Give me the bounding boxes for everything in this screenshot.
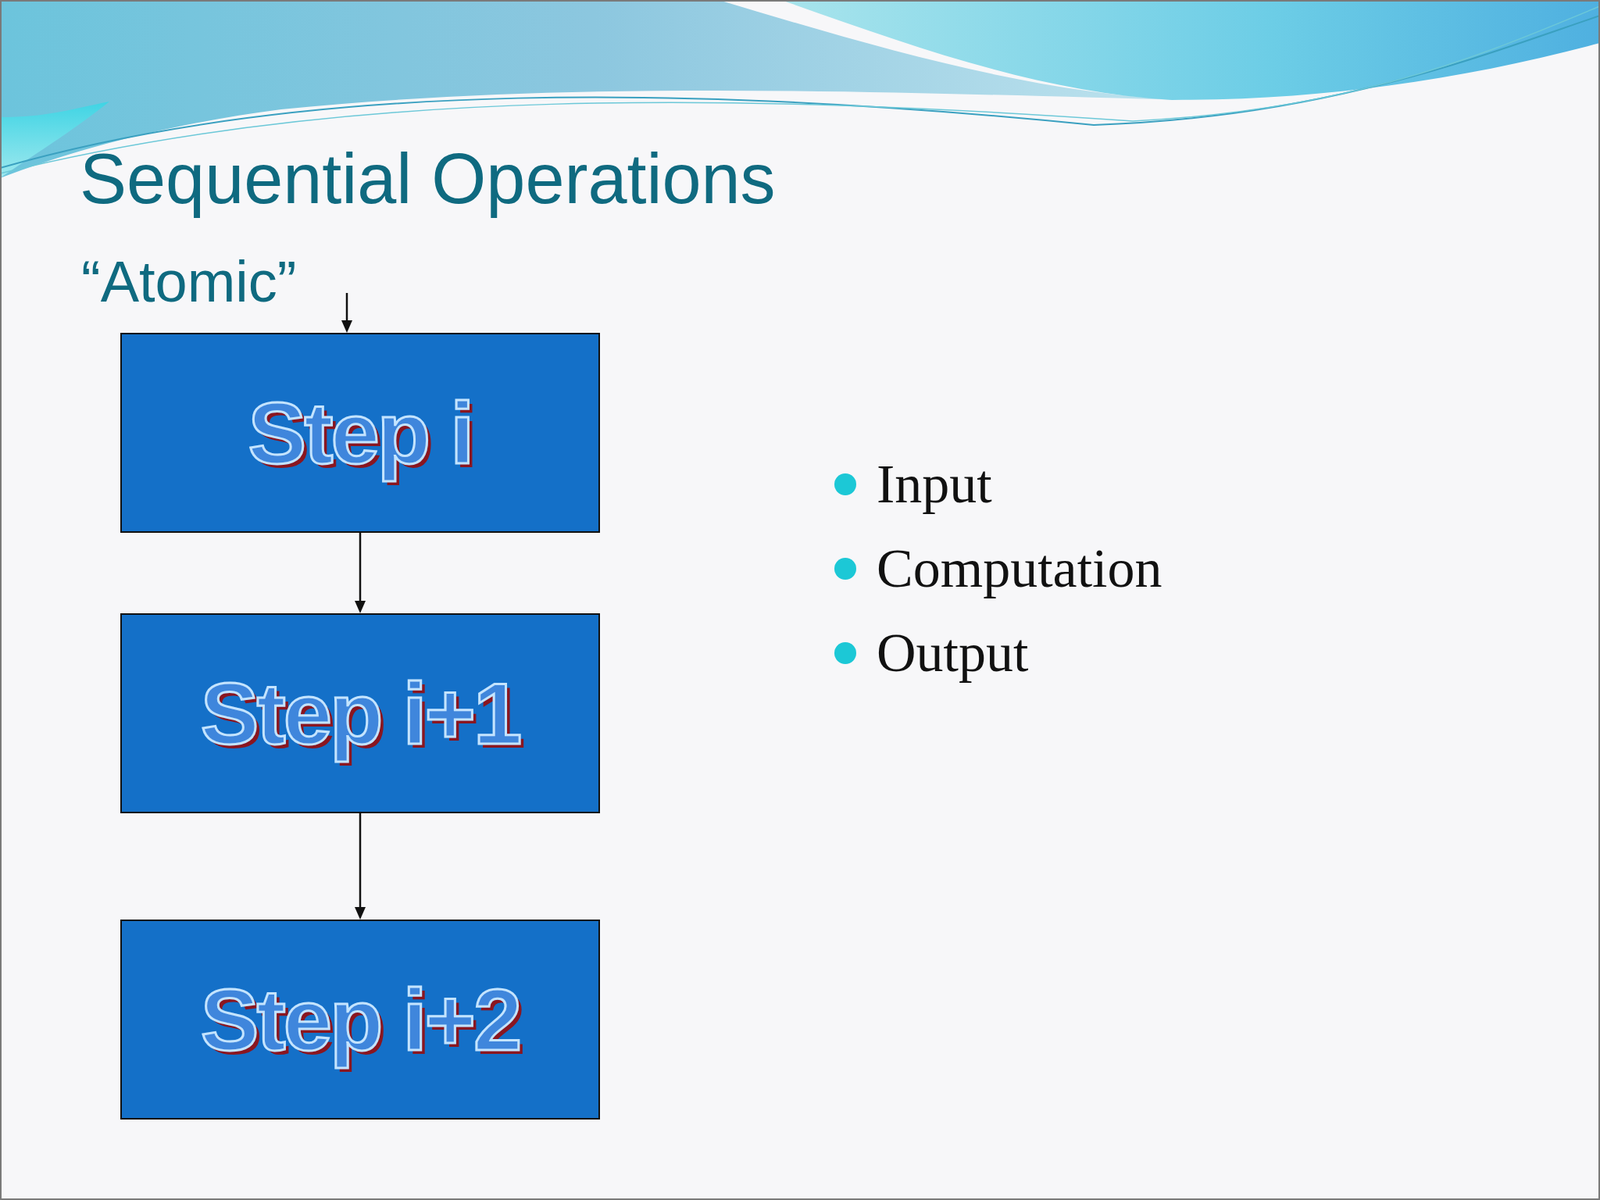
bullet-item: Output: [834, 621, 1029, 685]
bullet-item: Computation: [834, 537, 1163, 600]
bullet-text: Input: [876, 453, 993, 516]
step-label: Step i+2: [200, 969, 521, 1071]
slide-title: Sequential Operations: [79, 139, 776, 220]
process-box: Step i+1: [120, 613, 600, 814]
bullet-text: Computation: [876, 537, 1163, 600]
flow-line: [359, 532, 362, 601]
process-box: Step i+2: [120, 919, 600, 1120]
entry-arrowhead: [341, 320, 353, 333]
flow-line: [359, 813, 362, 908]
flow-arrow: [354, 813, 366, 920]
bullet-text: Output: [876, 621, 1029, 685]
bullet-dot: [834, 473, 857, 496]
entry-arrow-line: [346, 292, 349, 324]
bullet-dot: [834, 642, 857, 665]
arrowhead: [354, 907, 366, 920]
bullet-item: Input: [834, 453, 993, 516]
arrowhead: [354, 600, 366, 614]
subtitle: “Atomic”: [81, 248, 297, 315]
bullet-dot: [834, 557, 857, 580]
flow-arrow: [354, 532, 366, 614]
process-box: Step i: [120, 332, 600, 533]
step-label: Step i: [248, 382, 473, 484]
step-label: Step i+1: [200, 663, 521, 765]
wave-band: [781, 0, 1600, 100]
